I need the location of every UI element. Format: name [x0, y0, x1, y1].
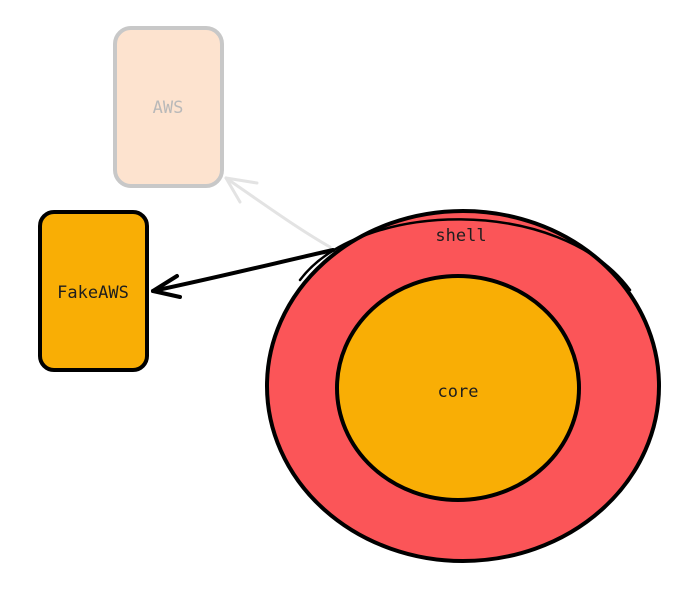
edge-shell-to-aws	[224, 176, 332, 249]
edge-shell-to-fake-aws-line	[151, 248, 335, 293]
aws-box	[113, 26, 224, 188]
aws-node: AWS	[113, 26, 224, 188]
core-node: core	[335, 274, 581, 502]
aws-label: AWS	[153, 98, 184, 118]
edge-shell-to-aws-line	[224, 176, 332, 249]
fake-aws-node: FakeAWS	[38, 210, 149, 372]
edge-shell-to-fake-aws-arrowhead	[151, 274, 182, 299]
fake-aws-box	[38, 210, 149, 372]
core-label: core	[438, 382, 479, 402]
edge-shell-to-aws-arrowhead	[224, 176, 259, 204]
core-circle	[335, 274, 581, 502]
edge-shell-to-fake-aws	[151, 248, 335, 299]
shell-label: shell	[435, 226, 486, 246]
fake-aws-label: FakeAWS	[57, 283, 129, 303]
